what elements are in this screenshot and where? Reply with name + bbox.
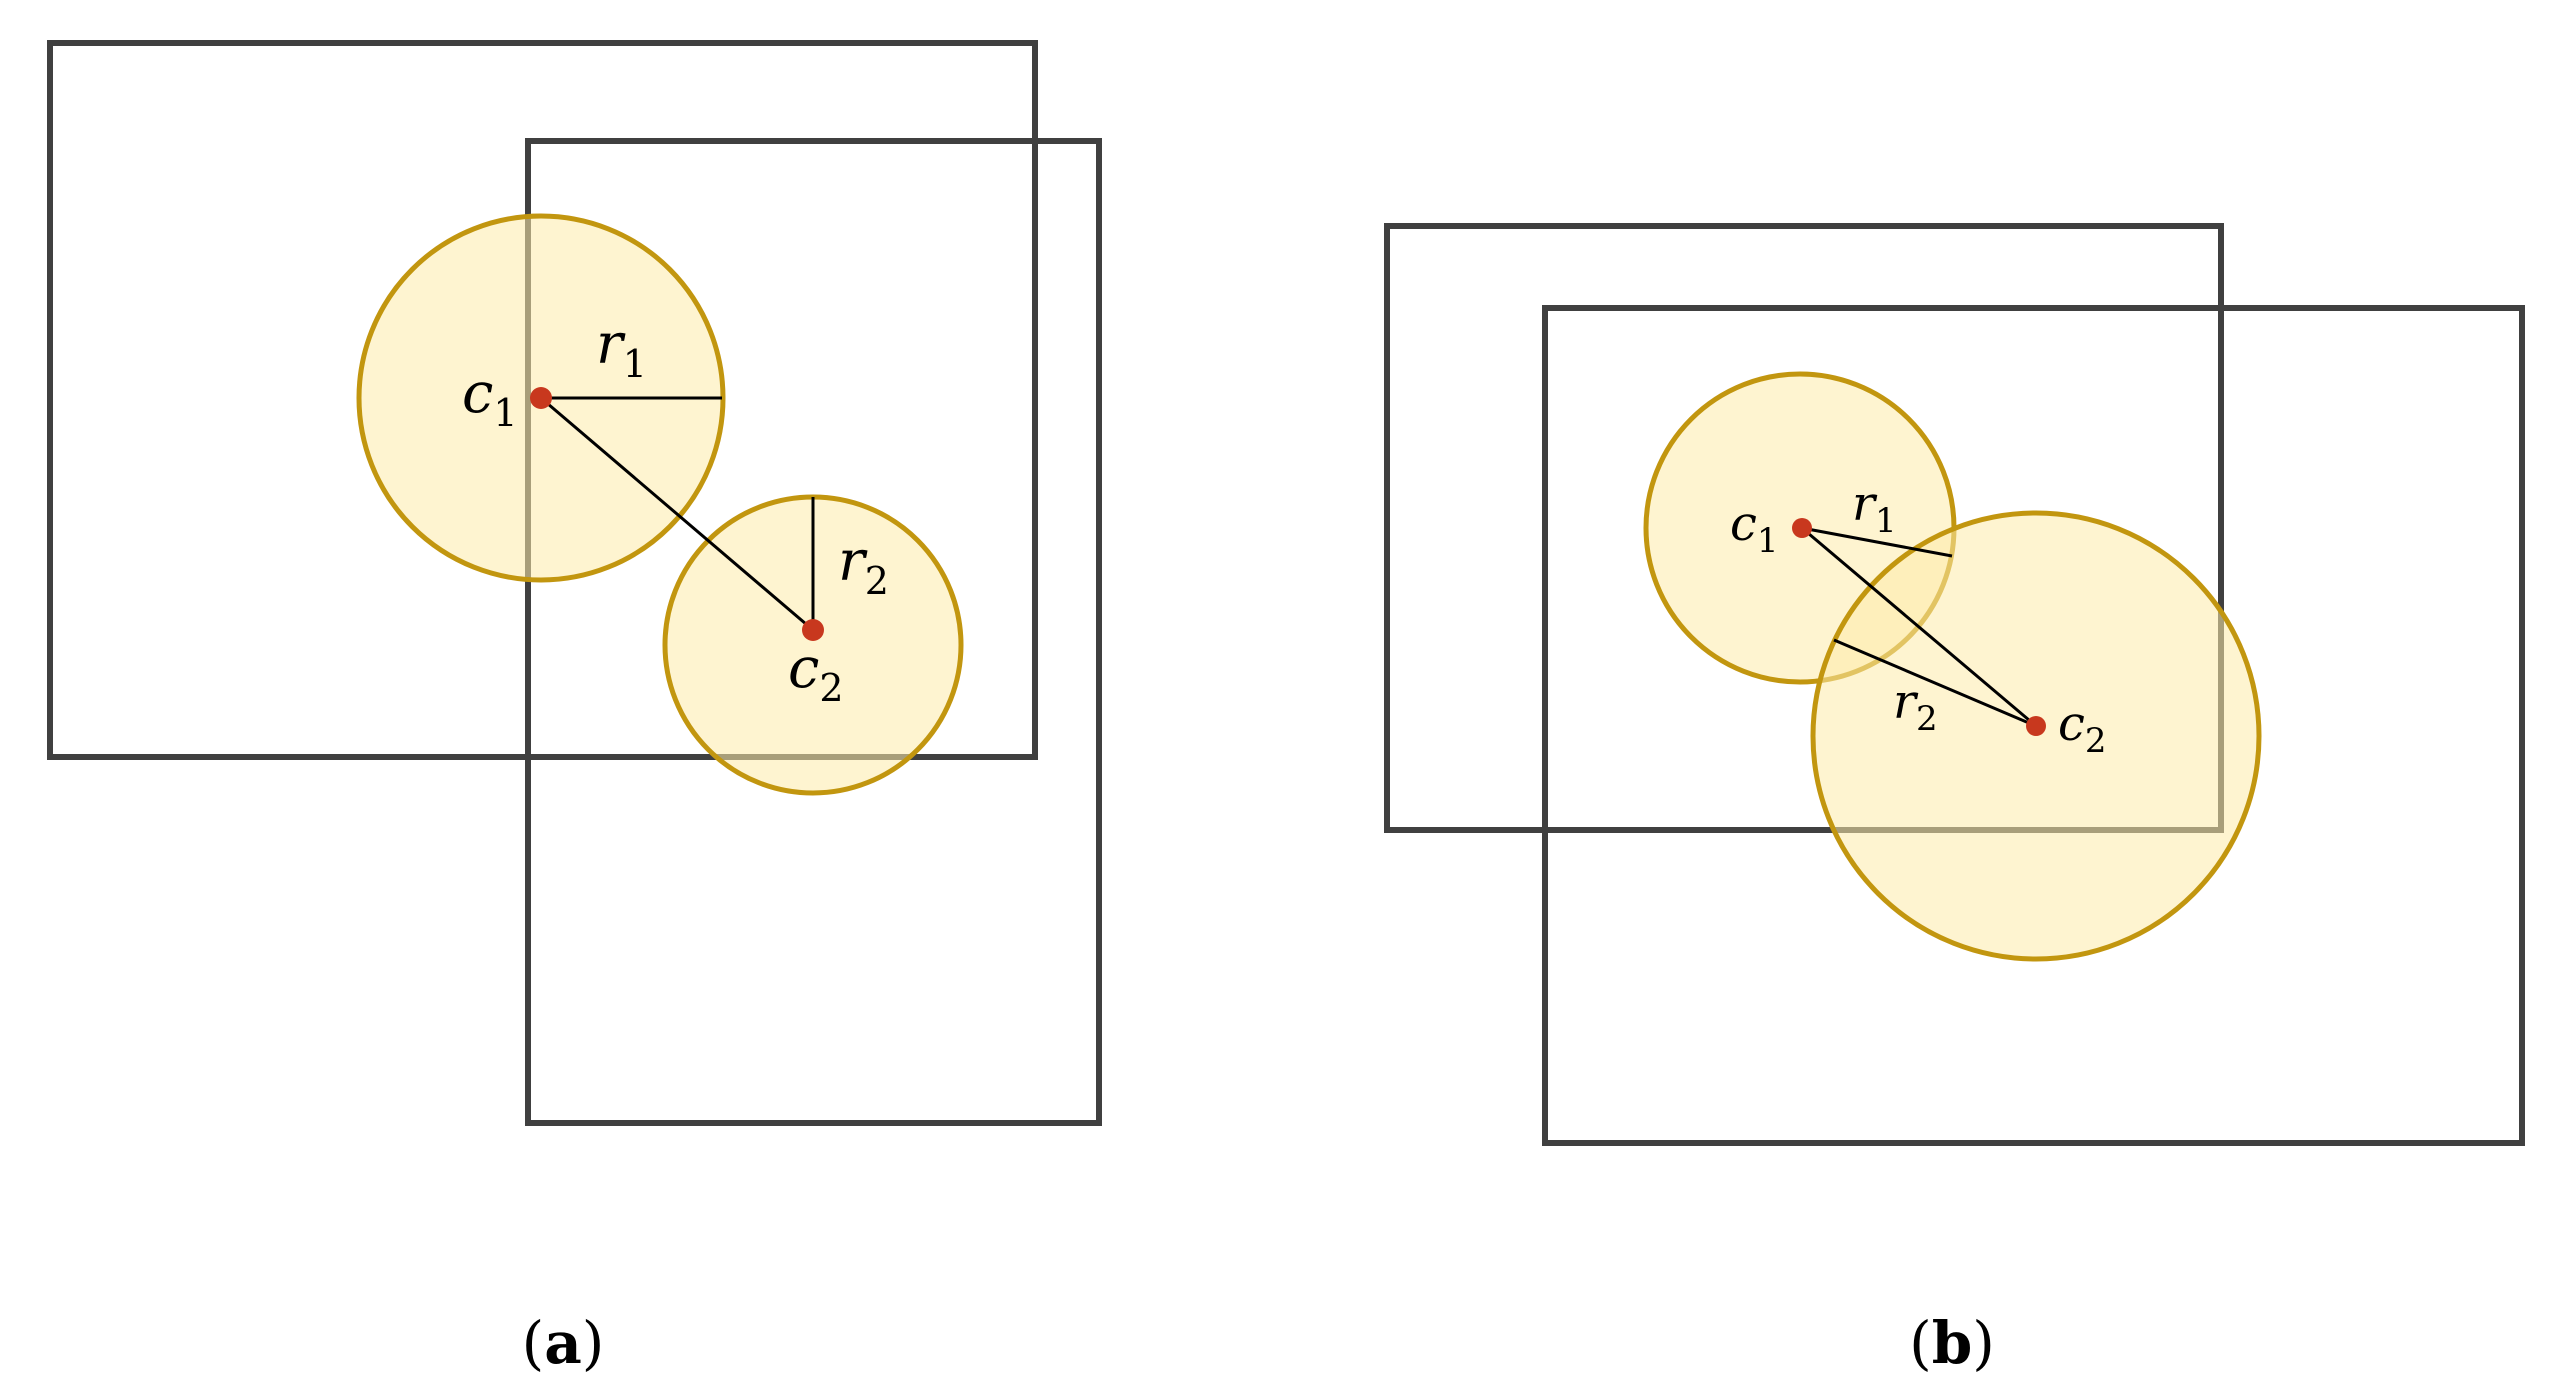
panel-a-label-c2: c2	[788, 636, 844, 710]
panel-b-radius-r1-line	[1801, 526, 1953, 558]
panel-a-label-r1: r1	[596, 312, 647, 386]
panel-a-center-c2	[802, 619, 824, 641]
panel-b-box-1	[1384, 223, 2224, 833]
panel-a-center-distance-line	[540, 396, 814, 632]
panel-b-label-r2: r2	[1893, 674, 1938, 739]
panel-a-center-c1	[530, 387, 552, 409]
panel-b-label-c2: c2	[2058, 696, 2107, 761]
panel-a-box-2	[525, 138, 1102, 1126]
panel-a-label-r2: r2	[838, 529, 889, 603]
panel-a-label-c1: c1	[462, 361, 518, 435]
panel-b-caption: (b)	[1909, 1309, 1995, 1377]
panel-a: c1 r1 r2 c2 (a)	[47, 40, 1102, 1377]
panel-b-center-distance-line	[1801, 526, 2037, 728]
panel-b-label-r1: r1	[1852, 476, 1897, 541]
panel-a-box-1	[47, 40, 1038, 760]
panel-b-center-c1	[1792, 518, 1812, 538]
panel-b-center-c2	[2026, 716, 2046, 736]
panel-b: c1 r1 r2 c2 (b)	[1384, 223, 2525, 1377]
panel-b-box-2	[1542, 305, 2525, 1146]
panel-b-radius-r2-line	[1833, 638, 2037, 728]
panel-b-label-c1: c1	[1730, 496, 1779, 561]
panel-a-caption: (a)	[522, 1309, 605, 1377]
